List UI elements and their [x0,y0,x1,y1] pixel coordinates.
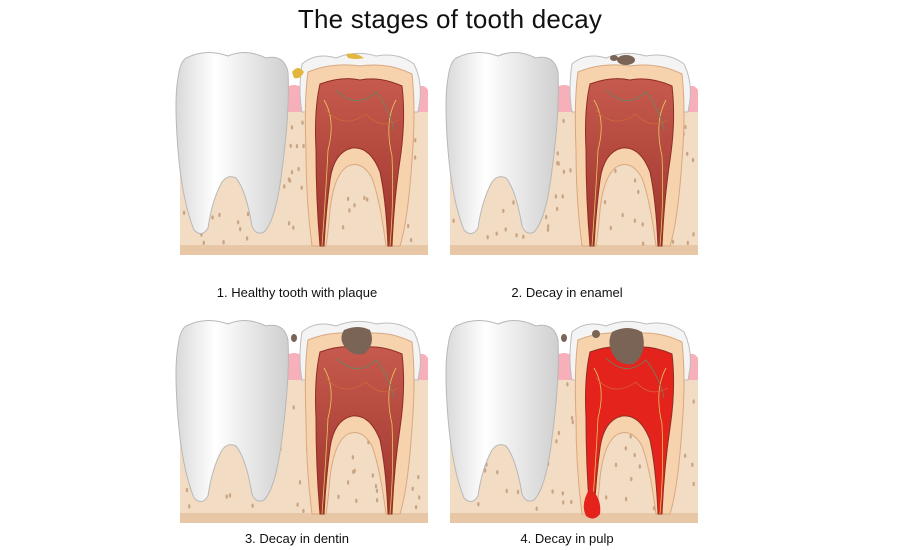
molar-cross-section [569,52,691,247]
vessel [605,89,665,131]
vessel [605,357,665,399]
vessel [595,377,669,393]
molar-cross-section [299,52,421,247]
nerve [321,367,332,515]
decay-cavity [609,328,644,365]
stage-1-caption: 1. Healthy tooth with plaque [216,285,378,300]
plaque [292,68,304,79]
molar-left [445,52,559,234]
abscess [583,488,601,519]
nerve [658,99,667,247]
decay-marks [291,327,372,355]
pulp [585,78,675,247]
decay-spot [617,55,635,65]
pulp [315,78,405,247]
decay-marks [292,53,364,79]
decay-marks [610,55,635,65]
stage-2-panel [436,50,698,255]
vessel [335,89,395,131]
decay-marks [561,328,644,519]
stage-3-caption: 3. Decay in dentin [244,531,350,546]
nerve [591,99,602,247]
stage-3-panel [166,318,428,523]
nerve [321,99,332,247]
nerve [388,99,397,247]
vessel [325,377,399,393]
vessel [325,109,399,125]
nerve [388,367,397,515]
molar-left [445,320,559,502]
stage-1-panel [166,50,428,255]
stage-4-caption: 4. Decay in pulp [520,531,614,546]
molar-left [175,52,289,234]
vessel [595,109,669,125]
nerve [591,367,602,515]
stage-4-panel [436,318,698,523]
decay-cavity [341,327,372,355]
stage-2-caption: 2. Decay in enamel [511,285,623,300]
molar-left [175,320,289,502]
diagram-title: The stages of tooth decay [297,4,603,34]
nerve [658,367,667,515]
pulp [585,346,675,515]
pulp [315,346,405,515]
plaque [346,53,364,59]
vessel [335,357,395,399]
